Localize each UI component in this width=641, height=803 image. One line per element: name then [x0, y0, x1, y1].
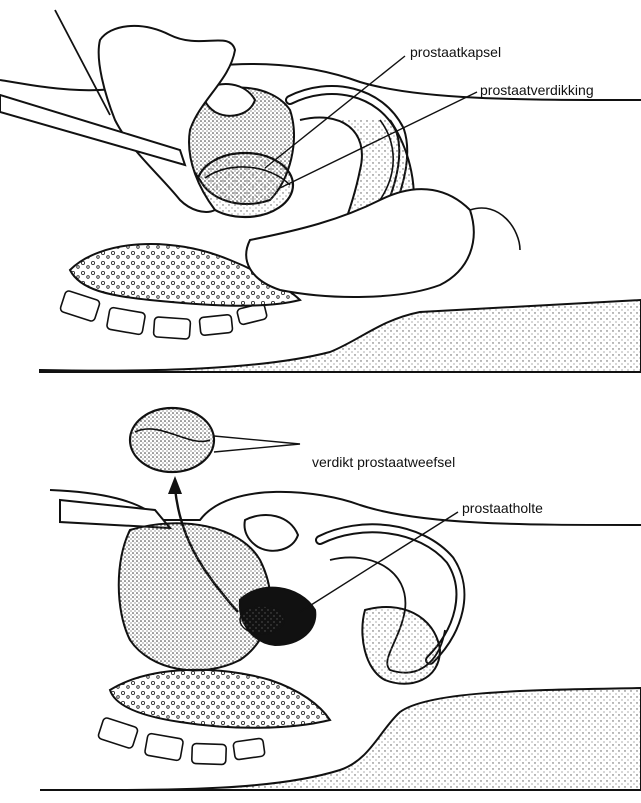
- bottom-scrotum: [362, 607, 440, 684]
- bottom-rectum: [110, 670, 330, 728]
- label-thickened-tissue: verdikt prostaatweefsel: [312, 454, 455, 470]
- resected-tissue-chip: [130, 408, 214, 472]
- label-prostate-capsule: prostaatkapsel: [410, 44, 501, 60]
- label-prostate-thickening: prostaatverdikking: [480, 82, 594, 98]
- chip-pointer: [214, 436, 300, 452]
- top-illustration: [0, 10, 641, 372]
- label-prostate-cavity: prostaatholte: [462, 500, 543, 516]
- bottom-pubic-bone: [245, 515, 298, 551]
